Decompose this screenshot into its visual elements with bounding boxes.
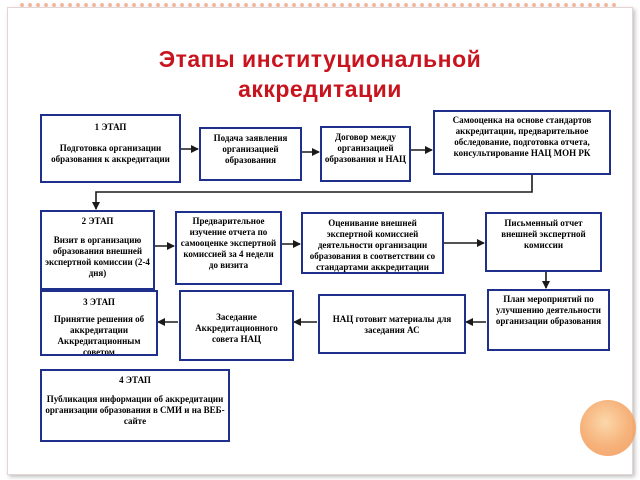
evaluation-text: Оценивание внешней экспертной комиссией … <box>309 218 436 272</box>
stage3-text: Принятие решения об аккредитации Аккреди… <box>53 314 145 356</box>
stage1-text: Подготовка организации образования к акк… <box>51 143 170 164</box>
decorative-circle <box>580 400 636 456</box>
contract-text: Договор между организацией образования и… <box>324 132 407 164</box>
stage4-label: 4 ЭТАП <box>119 375 151 385</box>
improvement-plan-box: План мероприятий по улучшению деятельнос… <box>487 289 610 351</box>
written-report-text: Письменный отчет внешней экспертной коми… <box>501 218 586 250</box>
stage1-label: 1 ЭТАП <box>94 122 127 132</box>
preliminary-study-text: Предварительное изучение отчета по самоо… <box>180 216 277 270</box>
application-text: Подача заявления организацией образовани… <box>213 133 288 165</box>
self-assessment-text: Самооценка на основе стандартов аккредит… <box>452 115 592 158</box>
nac-prepares-box: НАЦ готовит материалы для заседания АС <box>318 294 466 354</box>
stage4-text: Публикация информации об аккредитации ор… <box>45 394 225 426</box>
page-title-line-2: аккредитации <box>238 76 402 102</box>
improvement-plan-text: План мероприятий по улучшению деятельнос… <box>495 294 602 326</box>
council-meeting-box: Заседание Аккредитационного совета НАЦ <box>179 290 294 361</box>
contract-box: Договор между организацией образования и… <box>320 126 411 182</box>
council-meeting-text: Заседание Аккредитационного совета НАЦ <box>195 312 278 344</box>
stage3-box: 3 ЭТАП Принятие решения об аккредитации … <box>40 290 158 356</box>
stage3-label: 3 ЭТАП <box>83 297 115 307</box>
nac-prepares-text: НАЦ готовит материалы для заседания АС <box>332 314 452 335</box>
arrow-self-assessment-to-stage2 <box>92 175 533 210</box>
evaluation-box: Оценивание внешней экспертной комиссией … <box>301 212 444 274</box>
decorative-dots <box>20 3 620 7</box>
stage2-label: 2 ЭТАП <box>81 216 114 226</box>
stage1-box: 1 ЭТАП Подготовка организации образовани… <box>40 114 181 183</box>
written-report-box: Письменный отчет внешней экспертной коми… <box>485 212 602 272</box>
page-title-line-1: Этапы институциональной <box>158 46 482 72</box>
stage2-text: Визит в организацию образования внешней … <box>45 235 150 278</box>
page-title: Этапы институциональной аккредитации <box>60 44 580 104</box>
stage4-box: 4 ЭТАП Публикация информации об аккредит… <box>40 369 230 442</box>
stage2-box: 2 ЭТАП Визит в организацию образования в… <box>40 210 155 290</box>
preliminary-study-box: Предварительное изучение отчета по самоо… <box>175 211 282 285</box>
application-box: Подача заявления организацией образовани… <box>199 127 302 181</box>
self-assessment-box: Самооценка на основе стандартов аккредит… <box>433 110 611 175</box>
